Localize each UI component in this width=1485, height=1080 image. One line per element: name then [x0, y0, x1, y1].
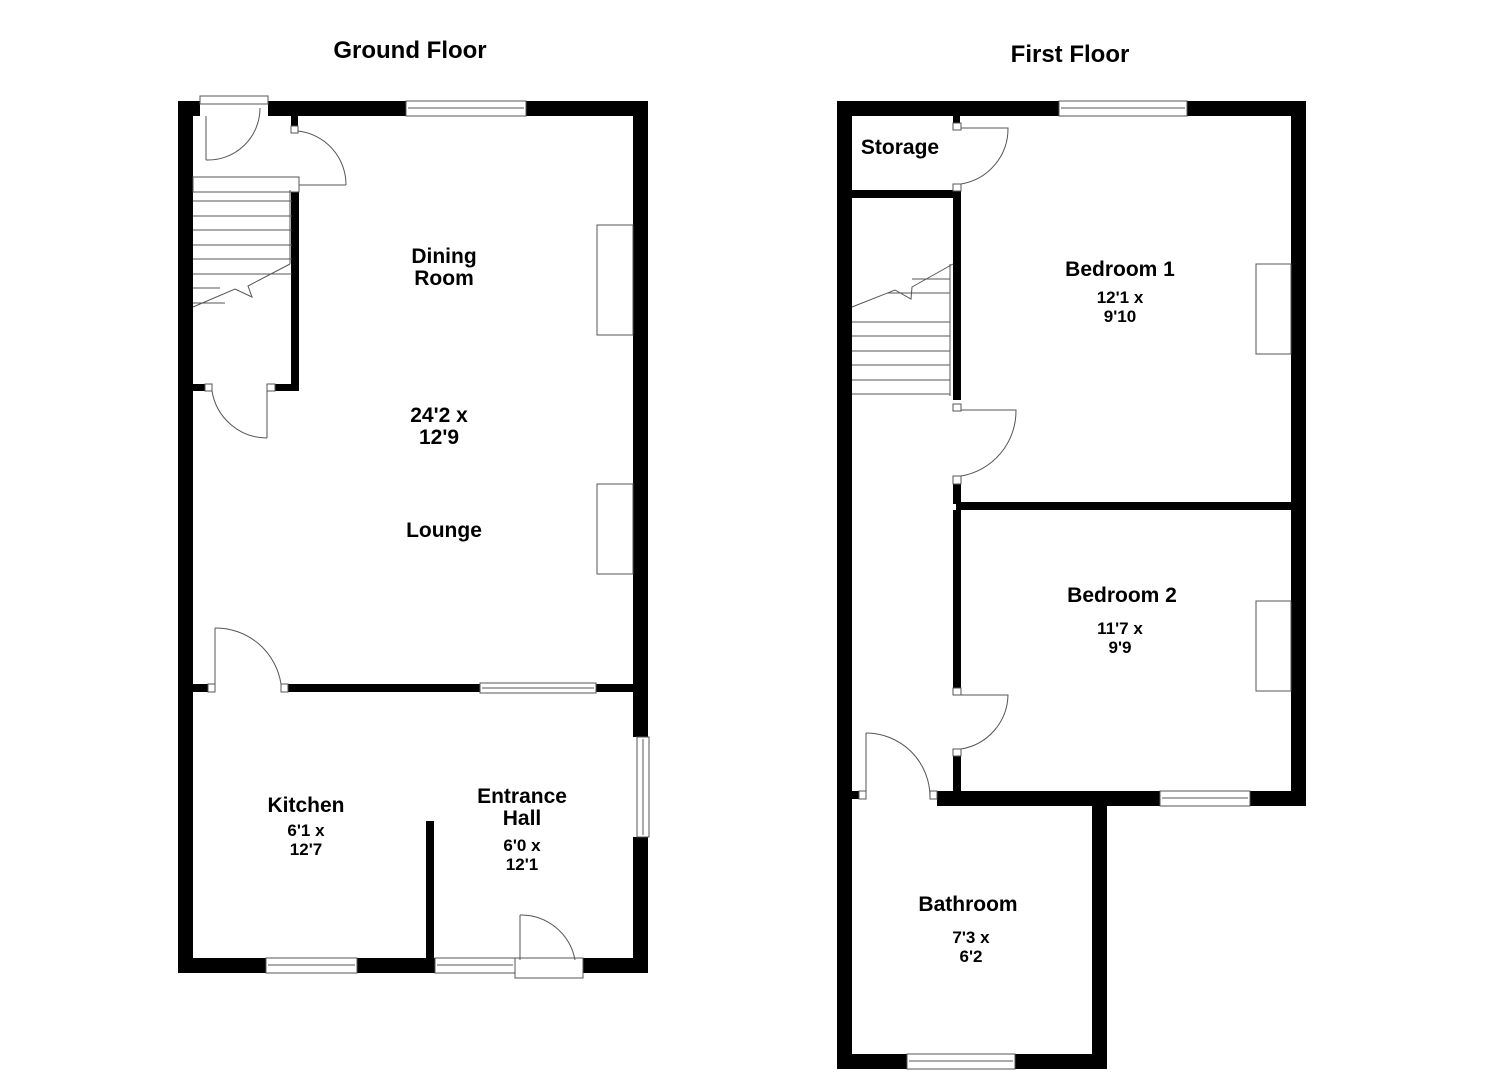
first-floor-title: First Floor	[1010, 41, 1130, 68]
room-dimensions: 24'2 x 12'9	[410, 404, 468, 450]
room-dimensions: 6'0 x 12'1	[503, 836, 541, 874]
ground-floor-staircase	[192, 176, 300, 308]
room-name: Entrance Hall	[477, 785, 567, 831]
room-name: Bedroom 2	[1067, 584, 1177, 607]
ground-floor-doors	[204, 107, 584, 979]
first-floor-staircase	[851, 263, 954, 396]
room-dimensions: 11'7 x 9'9	[1097, 619, 1143, 657]
first-floor-walls	[837, 101, 1306, 1069]
ground-floor-windows	[199, 95, 650, 974]
room-name: Storage	[860, 136, 940, 159]
room-name: Bedroom 1	[1065, 258, 1175, 281]
first-floor-windows	[906, 100, 1292, 1070]
ground-floor-title: Ground Floor	[333, 37, 487, 64]
room-dimensions: 12'1 x 9'10	[1096, 288, 1144, 326]
room-name: Dining Room	[411, 245, 477, 291]
first-floor-doors	[858, 122, 1017, 800]
room-name: Lounge	[406, 519, 482, 542]
room-dimensions: 7'3 x 6'2	[952, 928, 990, 966]
ground-floor-walls	[178, 101, 648, 973]
room-dimensions: 6'1 x 12'7	[287, 821, 325, 859]
room-name: Bathroom	[918, 893, 1018, 916]
room-name: Kitchen	[267, 794, 345, 817]
